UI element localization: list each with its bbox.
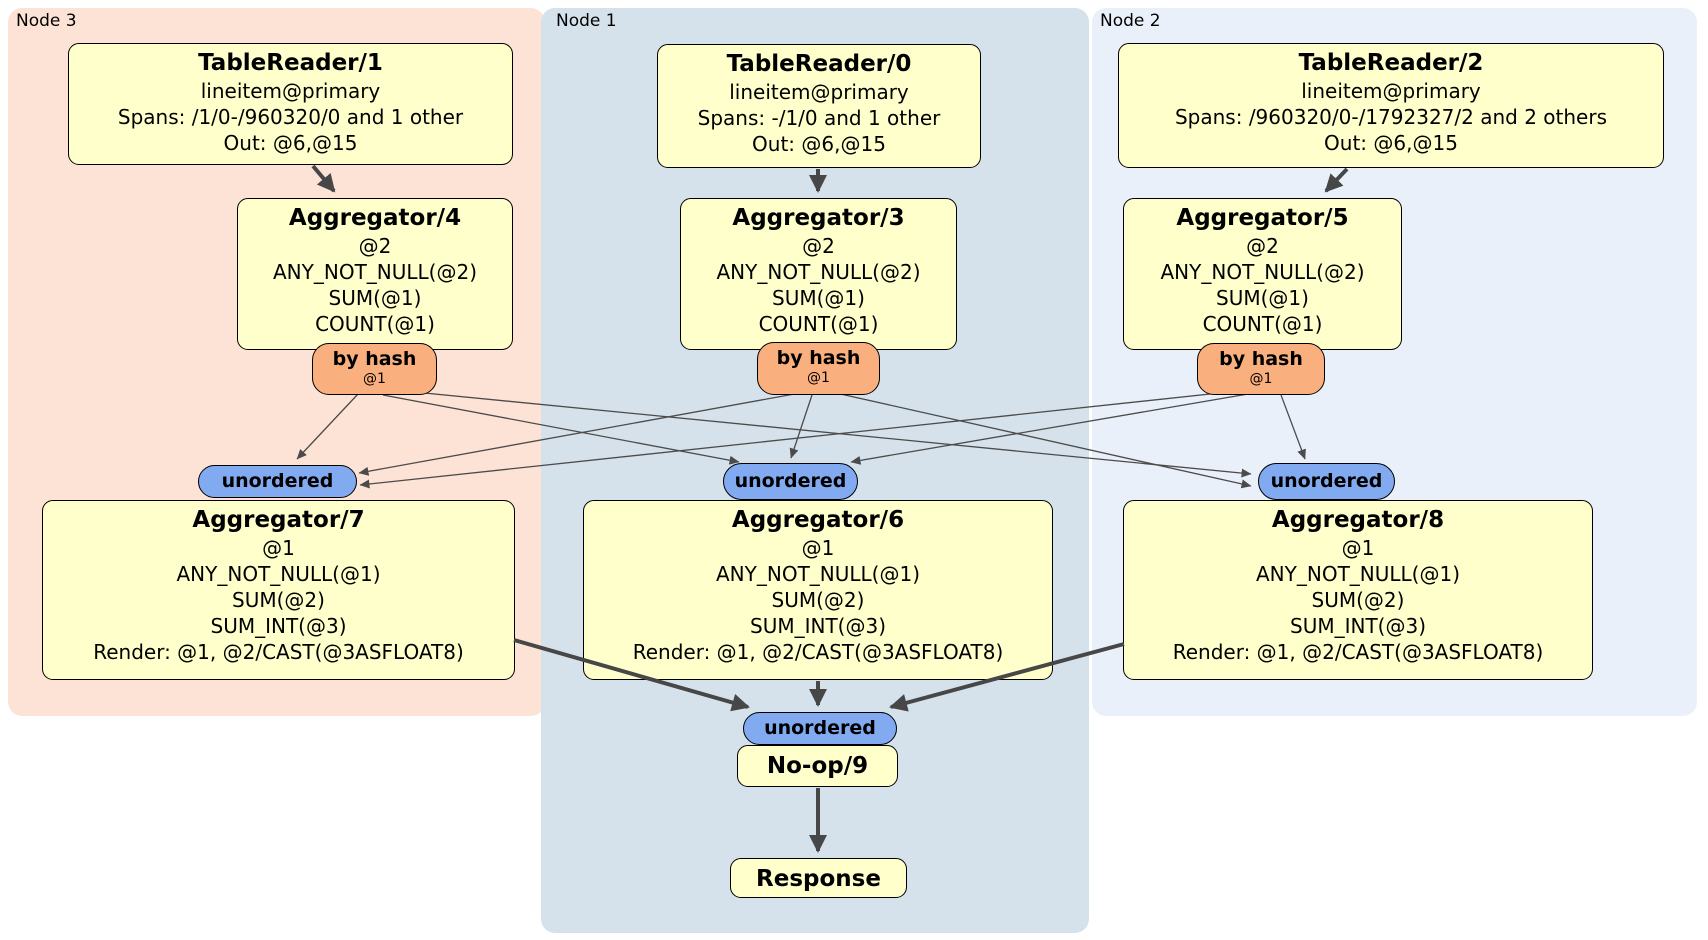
processor-box-aggregator-4: Aggregator/4 @2 ANY_NOT_NULL(@2) SUM(@1)…: [237, 198, 513, 350]
node1-label: Node 1: [556, 11, 617, 31]
processor-detail: COUNT(@1): [1202, 312, 1323, 336]
processor-title: Aggregator/5: [1176, 205, 1349, 231]
router-label: by hash: [332, 348, 417, 370]
processor-title: Aggregator/6: [731, 507, 905, 533]
processor-detail: COUNT(@1): [758, 312, 879, 336]
processor-detail: SUM(@2): [1311, 588, 1405, 612]
processor-detail: Out: @6,@15: [1324, 131, 1458, 155]
router-hash-columns: @1: [363, 371, 386, 387]
processor-detail: Out: @6,@15: [752, 132, 886, 156]
processor-box-tablereader-2: TableReader/2 lineitem@primary Spans: /9…: [1118, 43, 1664, 168]
processor-detail: @2: [1246, 234, 1279, 258]
processor-detail: SUM(@2): [771, 588, 865, 612]
processor-title: TableReader/2: [1298, 50, 1484, 76]
processor-detail: Render: @1, @2/CAST(@3ASFLOAT8): [93, 640, 464, 664]
processor-box-aggregator-7: Aggregator/7 @1 ANY_NOT_NULL(@1) SUM(@2)…: [42, 500, 515, 680]
processor-box-aggregator-5: Aggregator/5 @2 ANY_NOT_NULL(@2) SUM(@1)…: [1123, 198, 1402, 350]
processor-box-aggregator-8: Aggregator/8 @1 ANY_NOT_NULL(@1) SUM(@2)…: [1123, 500, 1593, 680]
processor-detail: @1: [262, 536, 295, 560]
processor-detail: ANY_NOT_NULL(@1): [716, 562, 920, 586]
processor-title: Aggregator/4: [288, 205, 462, 231]
router-hash-columns: @1: [1249, 371, 1273, 387]
processor-detail: SUM(@1): [772, 286, 865, 310]
response-box: Response: [730, 858, 907, 898]
processor-detail: SUM_INT(@3): [1290, 614, 1426, 638]
processor-detail: lineitem@primary: [729, 80, 909, 104]
processor-detail: SUM(@1): [1216, 286, 1309, 310]
node2-label: Node 2: [1100, 11, 1161, 31]
router-by-hash-node1: by hash @1: [757, 342, 880, 395]
router-label: by hash: [1219, 348, 1303, 370]
sync-unordered-final: unordered: [743, 712, 897, 745]
processor-detail: SUM_INT(@3): [750, 614, 886, 638]
processor-detail: lineitem@primary: [1301, 79, 1481, 103]
processor-detail: COUNT(@1): [315, 312, 435, 336]
router-by-hash-node3: by hash @1: [312, 343, 437, 395]
node3-label: Node 3: [16, 11, 77, 31]
processor-title: TableReader/1: [198, 50, 383, 76]
processor-detail: Out: @6,@15: [223, 131, 358, 155]
processor-title: Response: [756, 866, 881, 892]
processor-detail: Spans: /1/0-/960320/0 and 1 other: [117, 105, 464, 129]
processor-title: TableReader/0: [726, 51, 912, 77]
processor-box-aggregator-6: Aggregator/6 @1 ANY_NOT_NULL(@1) SUM(@2)…: [583, 500, 1053, 680]
processor-box-tablereader-1: TableReader/1 lineitem@primary Spans: /1…: [68, 43, 513, 165]
processor-box-tablereader-0: TableReader/0 lineitem@primary Spans: -/…: [657, 44, 981, 168]
processor-title: No-op/9: [766, 753, 869, 779]
processor-detail: ANY_NOT_NULL(@1): [1256, 562, 1460, 586]
processor-detail: Render: @1, @2/CAST(@3ASFLOAT8): [1172, 640, 1544, 664]
processor-detail: @1: [1341, 536, 1375, 560]
processor-detail: @2: [802, 234, 835, 258]
processor-detail: ANY_NOT_NULL(@2): [1160, 260, 1365, 284]
sync-unordered-node2: unordered: [1258, 463, 1395, 500]
processor-detail: ANY_NOT_NULL(@1): [176, 562, 381, 586]
router-by-hash-node2: by hash @1: [1197, 343, 1325, 395]
processor-detail: lineitem@primary: [200, 79, 381, 103]
sync-unordered-node1: unordered: [723, 463, 858, 500]
processor-detail: SUM(@2): [232, 588, 325, 612]
processor-title: Aggregator/7: [192, 507, 365, 533]
processor-detail: @1: [801, 536, 835, 560]
processor-detail: ANY_NOT_NULL(@2): [273, 260, 477, 284]
processor-title: Aggregator/8: [1271, 507, 1445, 533]
router-hash-columns: @1: [807, 370, 830, 386]
processor-detail: SUM_INT(@3): [210, 614, 347, 638]
sync-unordered-node3: unordered: [198, 465, 357, 498]
processor-title: Aggregator/3: [732, 205, 905, 231]
processor-detail: ANY_NOT_NULL(@2): [716, 260, 921, 284]
processor-detail: Spans: /960320/0-/1792327/2 and 2 others: [1174, 105, 1607, 129]
processor-detail: Render: @1, @2/CAST(@3ASFLOAT8): [632, 640, 1004, 664]
processor-box-aggregator-3: Aggregator/3 @2 ANY_NOT_NULL(@2) SUM(@1)…: [680, 198, 957, 350]
processor-box-noop-9: No-op/9: [737, 745, 898, 787]
processor-detail: SUM(@1): [328, 286, 422, 310]
processor-detail: Spans: -/1/0 and 1 other: [697, 106, 941, 130]
processor-detail: @2: [358, 234, 392, 258]
router-label: by hash: [776, 347, 861, 369]
